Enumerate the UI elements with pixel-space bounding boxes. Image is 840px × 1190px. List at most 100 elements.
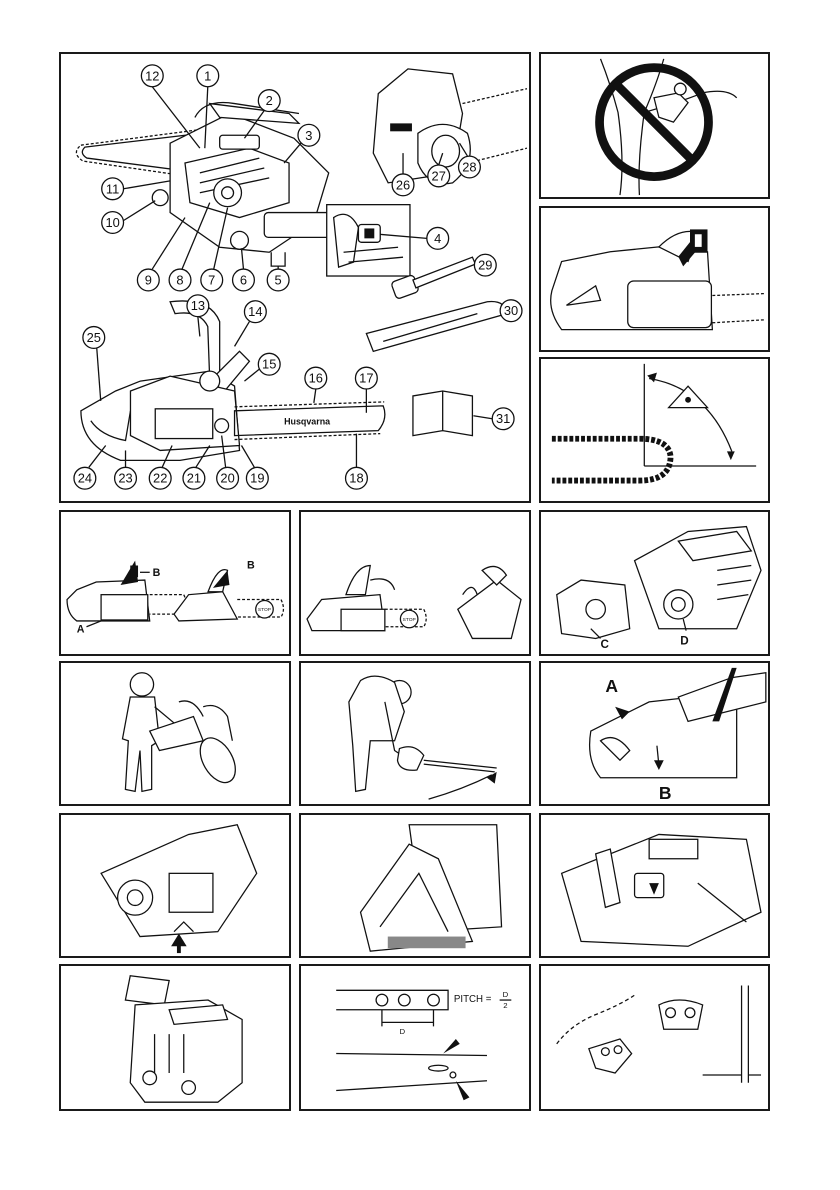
stop-sign-mid: STOP <box>403 617 416 623</box>
stop-switch-illustration <box>560 833 762 947</box>
callouts: 12 1 2 3 11 10 4 9 8 7 6 5 29 26 27 28 1… <box>73 64 523 490</box>
upper-saw <box>75 101 335 253</box>
stop-sign-left: STOP <box>258 607 271 613</box>
overview-illustration: Husqvarna 12 1 2 3 11 10 4 9 8 7 6 5 29 … <box>73 64 528 490</box>
prohibition-illustration <box>595 58 738 196</box>
svg-text:2: 2 <box>266 93 273 108</box>
chain-catcher-illustration <box>100 824 258 954</box>
chain-catcher-panel <box>59 813 291 958</box>
svg-text:4: 4 <box>434 231 441 246</box>
inertia-brake-illustration: STOP <box>306 564 522 640</box>
callout-25: 25 <box>82 325 106 401</box>
svg-text:3: 3 <box>305 128 312 143</box>
svg-text:15: 15 <box>262 357 276 372</box>
svg-text:27: 27 <box>432 168 446 183</box>
callout-20: 20 <box>216 435 240 490</box>
bar-brand-text: Husqvarna <box>284 417 331 427</box>
trigger-inset <box>326 204 411 277</box>
svg-text:26: 26 <box>396 177 410 192</box>
pitch-text: PITCH = <box>454 994 492 1005</box>
air-filter-illustration <box>124 975 243 1103</box>
svg-text:22: 22 <box>153 471 167 486</box>
chain-pitch-panel: D PITCH = D 2 <box>299 964 531 1111</box>
svg-text:11: 11 <box>106 181 119 196</box>
callout-30: 30 <box>499 299 523 323</box>
callout-14: 14 <box>233 300 267 347</box>
callout-7: 7 <box>200 207 229 292</box>
stop-switch-panel <box>539 813 770 958</box>
callout-29: 29 <box>473 253 497 277</box>
callout-2: 2 <box>243 89 281 139</box>
filing-gauge-panel <box>539 964 770 1111</box>
svg-text:13: 13 <box>191 298 205 313</box>
no-one-hand-climbing-panel <box>539 52 770 199</box>
pitch-frac-den: 2 <box>503 1001 507 1010</box>
callout-16: 16 <box>304 366 328 403</box>
callout-28: 28 <box>457 142 481 179</box>
callout-27: 27 <box>427 152 451 188</box>
callout-10: 10 <box>101 200 156 235</box>
svg-text:28: 28 <box>462 159 476 174</box>
svg-text:9: 9 <box>145 272 152 287</box>
svg-text:29: 29 <box>478 258 492 273</box>
callout-8: 8 <box>168 202 211 292</box>
operator-manual <box>412 390 474 437</box>
svg-text:24: 24 <box>78 471 92 486</box>
chain-brake-illustration: B A STOP B <box>66 559 285 636</box>
lower-saw: Husqvarna <box>80 300 386 462</box>
kickback-guard-panel <box>539 206 770 352</box>
callout-6: 6 <box>231 248 256 292</box>
callout-12: 12 <box>140 64 201 149</box>
label-b-left: B <box>153 567 161 579</box>
operator-brake-test-panel <box>59 661 291 806</box>
label-c: C <box>601 638 610 651</box>
svg-text:6: 6 <box>240 272 247 287</box>
svg-text:21: 21 <box>187 471 201 486</box>
svg-text:19: 19 <box>250 471 264 486</box>
clutch-removal-illustration: C D <box>556 525 762 651</box>
svg-text:23: 23 <box>118 471 132 486</box>
callout-9: 9 <box>136 217 186 292</box>
svg-text:31: 31 <box>496 411 510 426</box>
svg-text:25: 25 <box>87 330 101 345</box>
svg-text:1: 1 <box>204 68 211 83</box>
callout-15: 15 <box>244 352 281 382</box>
callout-31: 31 <box>473 407 515 431</box>
chain-brake-activation-panel: B A STOP B <box>59 510 291 656</box>
callout-19: 19 <box>240 445 269 490</box>
overview-panel: Husqvarna 12 1 2 3 11 10 4 9 8 7 6 5 29 … <box>59 52 531 503</box>
label-b-right: B <box>247 559 255 571</box>
callout-26: 26 <box>391 153 415 197</box>
callout-5: 5 <box>266 252 290 292</box>
label-b-guard: B <box>659 783 672 803</box>
kickback-zone-illustration <box>551 363 757 484</box>
dim-d: D <box>400 1027 406 1036</box>
callout-17: 17 <box>354 366 378 413</box>
callout-22: 22 <box>148 445 173 490</box>
callout-11: 11 <box>101 177 171 201</box>
svg-text:5: 5 <box>275 272 282 287</box>
kickback-zone-panel <box>539 357 770 503</box>
callout-18: 18 <box>344 433 368 490</box>
air-filter-panel <box>59 964 291 1111</box>
callout-24: 24 <box>73 445 107 490</box>
svg-text:10: 10 <box>105 215 119 230</box>
callout-23: 23 <box>113 450 138 490</box>
callout-4: 4 <box>380 226 450 250</box>
chain-pitch-illustration: D PITCH = D 2 <box>336 989 512 1101</box>
front-guard-illustration: A B <box>588 667 767 803</box>
bar-guard <box>365 300 508 353</box>
svg-text:30: 30 <box>504 303 518 318</box>
chain-brake-inertia-panel: STOP <box>299 510 531 656</box>
throttle-handle-illustration <box>359 824 503 952</box>
label-a-guard: A <box>605 676 618 696</box>
label-a: A <box>77 624 85 636</box>
svg-text:18: 18 <box>349 471 363 486</box>
throttle-lockout-panel <box>299 813 531 958</box>
svg-text:16: 16 <box>309 371 323 386</box>
pitch-frac-num: D <box>503 990 509 999</box>
callout-3: 3 <box>283 123 321 164</box>
clutch-cover-removal-panel: C D <box>539 510 770 656</box>
operator-standing-illustration <box>121 672 236 793</box>
filing-gauge-illustration <box>556 985 762 1083</box>
